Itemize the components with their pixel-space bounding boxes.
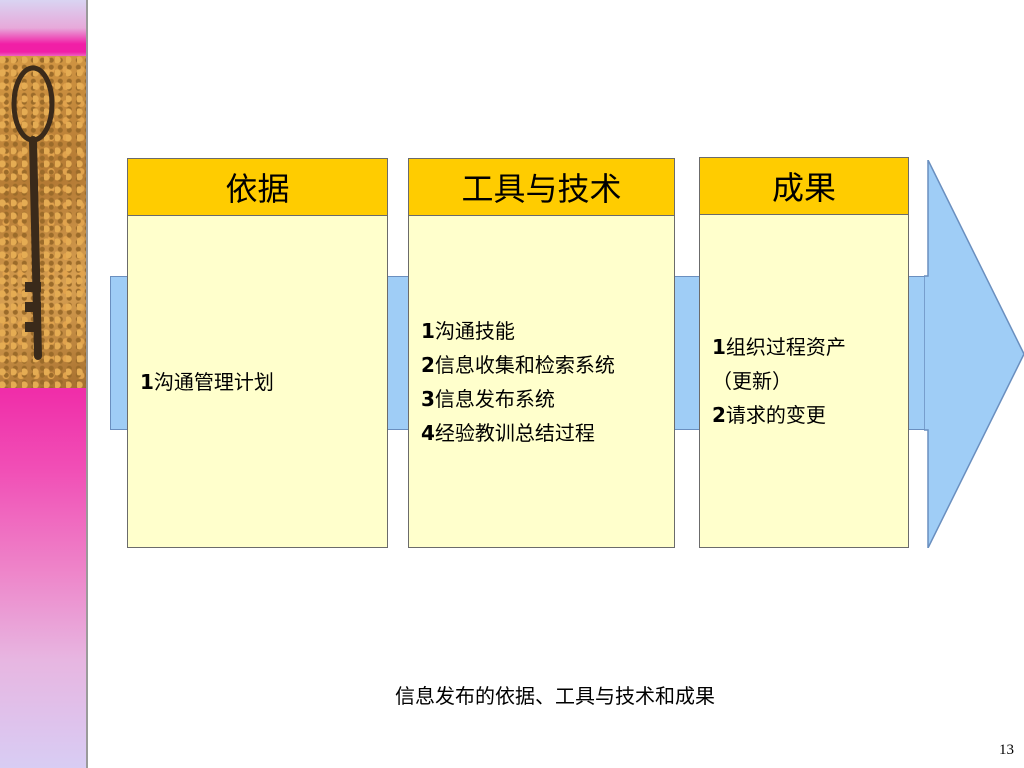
- list-item: 1沟通技能: [421, 318, 515, 343]
- list-item: （更新）: [712, 369, 792, 393]
- sidebar-divider: [86, 0, 88, 768]
- list-item: 2请求的变更: [712, 403, 826, 427]
- column-body-tools: 1沟通技能 2信息收集和检索系统 3信息发布系统 4经验教训总结过程: [409, 216, 674, 547]
- column-body-outputs: 1组织过程资产 （更新） 2请求的变更: [700, 215, 908, 547]
- list-item: 1组织过程资产: [712, 335, 846, 359]
- list-item: 1沟通管理计划: [140, 369, 274, 394]
- page-number: 13: [999, 742, 1014, 758]
- column-title-inputs: 依据: [128, 159, 387, 216]
- column-body-inputs: 1沟通管理计划: [128, 216, 387, 547]
- list-item: 4经验教训总结过程: [421, 420, 595, 445]
- column-tools: 工具与技术 1沟通技能 2信息收集和检索系统 3信息发布系统 4经验教训总结过程: [408, 158, 675, 548]
- list-item: 2信息收集和检索系统: [421, 352, 615, 377]
- column-title-tools: 工具与技术: [409, 159, 674, 216]
- column-inputs: 依据 1沟通管理计划: [127, 158, 388, 548]
- key-photo: [0, 56, 86, 388]
- arrow-head: [924, 160, 1024, 548]
- column-title-outputs: 成果: [700, 158, 908, 215]
- slide-caption: 信息发布的依据、工具与技术和成果: [395, 684, 715, 708]
- column-outputs: 成果 1组织过程资产 （更新） 2请求的变更: [699, 157, 909, 548]
- key-icon: [11, 65, 55, 360]
- list-item: 3信息发布系统: [421, 386, 555, 411]
